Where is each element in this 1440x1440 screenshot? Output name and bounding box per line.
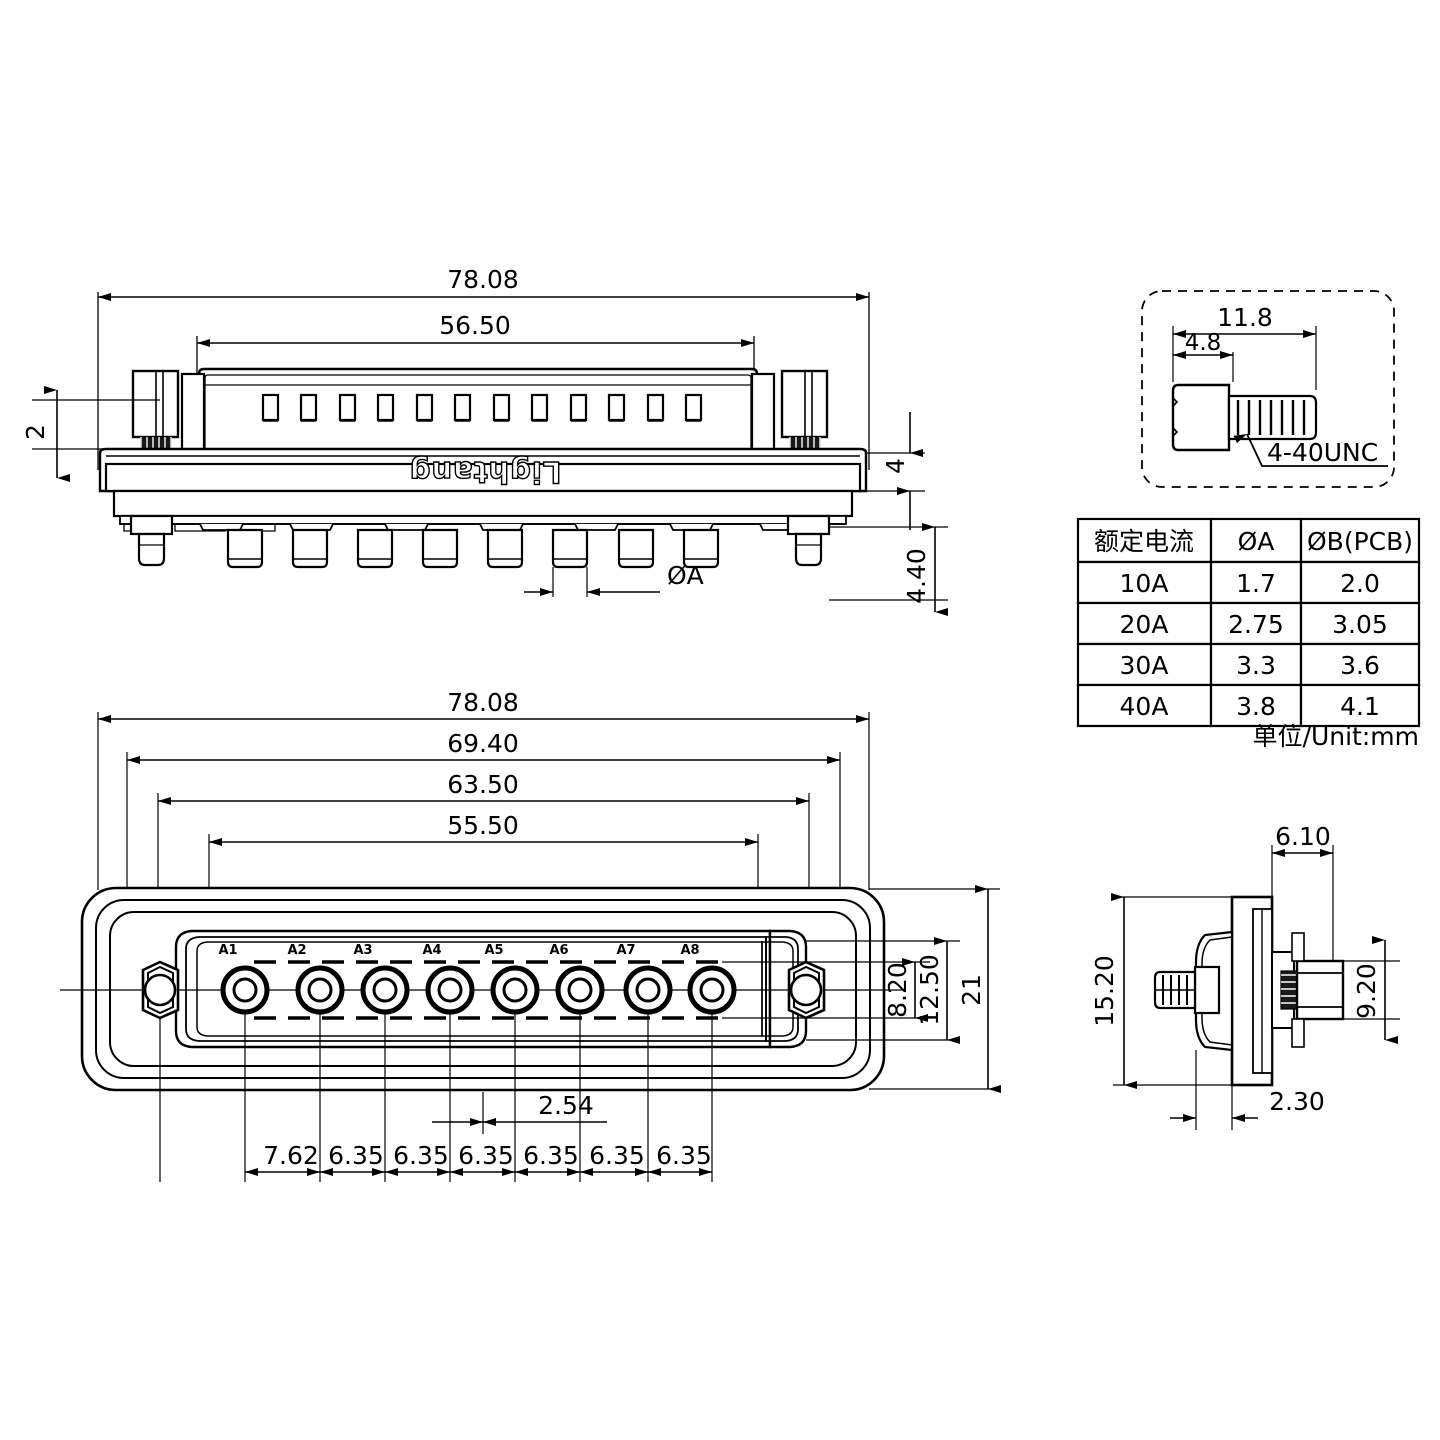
- top-contact-slots: [261, 393, 703, 422]
- dim-label: 6.35: [458, 1141, 514, 1170]
- dim-label: 69.40: [447, 729, 519, 758]
- dim-label: 21: [957, 974, 986, 1006]
- dim-label: 6.35: [328, 1141, 384, 1170]
- pin-label: A3: [353, 943, 372, 958]
- dim-pitch-detail: 2.54: [432, 1091, 607, 1134]
- dim-label: 7.62: [263, 1141, 319, 1170]
- dim-top-pin-diameter: ØA: [524, 561, 704, 597]
- dim-label: 6.10: [1275, 822, 1331, 851]
- rated-current-table: 额定电流 ØA ØB(PCB) 10A 1.7 2.0 20A 2.75 3.0…: [1076, 517, 1421, 728]
- dim-label: 8.20: [883, 962, 912, 1018]
- dim-label: 6.35: [523, 1141, 579, 1170]
- dim-front-flange-span: 63.50: [158, 770, 809, 805]
- jackscrew-detail: 11.8 4.8: [1141, 290, 1395, 488]
- top-rear-standoff-left: [129, 514, 174, 567]
- front-hex-standoff-right: [787, 960, 826, 1020]
- brand-logo-text: Lightang: [409, 455, 562, 489]
- table-header-cell: ØA: [1238, 527, 1275, 556]
- table-cell: 2.0: [1340, 569, 1380, 598]
- dim-screw-total-length: 11.8: [1172, 303, 1317, 390]
- front-elevation-view: Lightang 78.08 69.40 63.50: [60, 688, 1001, 1182]
- front-hex-standoff-left: [141, 960, 180, 1020]
- side-elevation-view: 15.20 6.10 9.20 2.30: [1090, 822, 1400, 1130]
- pin-label: A7: [616, 943, 635, 958]
- table-cell: 4.1: [1340, 692, 1380, 721]
- dim-label: 6.35: [589, 1141, 645, 1170]
- pitch-extension-lines: [159, 1012, 713, 1182]
- dim-label: ØA: [667, 561, 704, 590]
- dim-front-overall-width: 78.08: [98, 688, 869, 723]
- dim-screw-head-length: 4.8: [1173, 330, 1234, 382]
- top-jackscrew-right: [780, 369, 829, 451]
- table-cell: 1.7: [1236, 569, 1276, 598]
- dim-label: 12.50: [915, 954, 944, 1026]
- dim-label: 4.40: [902, 548, 931, 604]
- thread-spec-label: 4-40UNC: [1267, 438, 1378, 467]
- table-header-cell: ØB(PCB): [1307, 527, 1413, 556]
- pin-label: A6: [549, 943, 568, 958]
- dim-label: 4: [881, 458, 910, 474]
- table-cell: 10A: [1120, 569, 1169, 598]
- front-pin-labels: A1 A2 A3 A4 A5 A6 A7 A8: [218, 943, 699, 958]
- dim-front-contact-span: 55.50: [209, 811, 758, 846]
- dim-side-depth-front: 6.10: [1271, 822, 1334, 960]
- pin-label: A8: [680, 943, 699, 958]
- front-contact-rails: [254, 960, 722, 1020]
- pin-label: A1: [218, 943, 237, 958]
- dim-label: 6.35: [656, 1141, 712, 1170]
- table-cell: 2.75: [1228, 610, 1284, 639]
- dim-label: 55.50: [447, 811, 519, 840]
- thread-spec-leader: 4-40UNC: [1233, 433, 1388, 467]
- table-cell: 3.05: [1332, 610, 1388, 639]
- pin-label: A4: [422, 943, 441, 958]
- table-cell: 3.8: [1236, 692, 1276, 721]
- dim-label: 2.30: [1269, 1087, 1325, 1116]
- top-rear-body: [112, 489, 854, 532]
- dim-top-standoff-height: 2: [21, 386, 160, 482]
- dim-top-body-width: 56.50: [197, 311, 754, 347]
- table-header-cell: 额定电流: [1094, 527, 1194, 556]
- dim-label: 6.35: [393, 1141, 449, 1170]
- table-cell: 30A: [1120, 651, 1169, 680]
- dim-top-pin-length: 4.40: [829, 523, 948, 616]
- side-rear-standoff: [1153, 965, 1221, 1015]
- dim-top-flange-thickness: 4: [866, 412, 925, 530]
- table-cell: 20A: [1120, 610, 1169, 639]
- dim-front-mounting-span: 69.40: [127, 729, 840, 764]
- dim-label: 4.8: [1185, 330, 1222, 356]
- dim-label: 2.54: [538, 1091, 594, 1120]
- dim-side-screw-height: 9.20: [1343, 936, 1400, 1044]
- dim-front-inner-height: 12.50: [915, 937, 960, 1044]
- dim-front-contact-height: 8.20: [883, 958, 928, 1022]
- top-flange-plate: Lightang: [98, 447, 868, 493]
- dim-label: 2: [21, 424, 50, 440]
- dim-side-panel-thickness: 2.30: [1170, 1050, 1325, 1130]
- table-cell: 3.6: [1340, 651, 1380, 680]
- dim-label: 11.8: [1217, 303, 1273, 332]
- dim-side-height: 15.20: [1090, 893, 1240, 1089]
- top-elevation-view: 78.08 56.50: [21, 265, 948, 616]
- side-flange-plate: [1230, 895, 1274, 1087]
- table-cell: 40A: [1120, 692, 1169, 721]
- dim-label: 78.08: [447, 265, 519, 294]
- dim-label: 78.08: [447, 688, 519, 717]
- dim-label: 15.20: [1090, 955, 1119, 1027]
- unit-note: 单位/Unit:mm: [1253, 722, 1419, 751]
- top-contact-pins: [226, 528, 720, 569]
- table-cell: 3.3: [1236, 651, 1276, 680]
- screw-threaded-shank: [1227, 394, 1318, 441]
- dim-label: 63.50: [447, 770, 519, 799]
- dim-top-overall-width: 78.08: [98, 265, 869, 301]
- dim-label: 56.50: [439, 311, 511, 340]
- screw-head: [1171, 383, 1231, 452]
- pitch-dimension-chain: 7.62 6.35 6.35 6.35 6.35 6.35 6.35: [245, 1141, 712, 1176]
- pin-label: A2: [287, 943, 306, 958]
- pin-label: A5: [484, 943, 503, 958]
- top-rear-standoff-right: [786, 514, 831, 567]
- top-jackscrew-left: [131, 369, 180, 451]
- side-jackscrew: [1271, 932, 1345, 1048]
- dim-front-overall-height: 21: [957, 885, 1001, 1093]
- dim-label: 9.20: [1352, 963, 1381, 1019]
